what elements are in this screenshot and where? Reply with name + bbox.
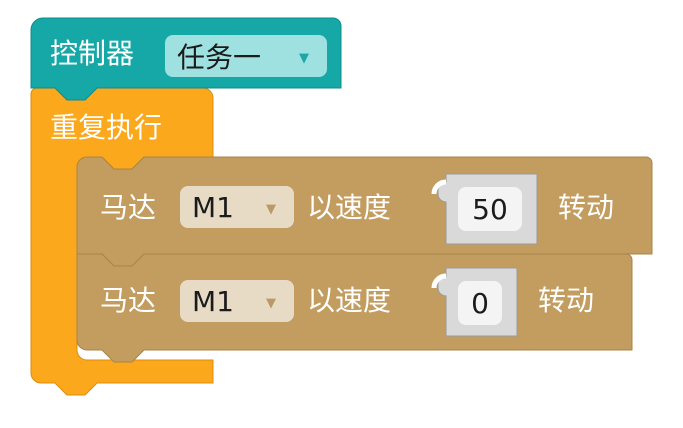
task-dropdown-value: 任务一 <box>177 41 262 74</box>
speed-input-2[interactable]: 0 <box>458 281 502 325</box>
speed-input-1[interactable]: 50 <box>458 187 522 231</box>
speed-label-2: 以速度 <box>307 284 392 317</box>
motor-dropdown-1-value: M1 <box>192 190 234 224</box>
motor-dropdown-2-value: M1 <box>192 284 234 318</box>
socket-notch-1 <box>431 179 447 195</box>
controller-label: 控制器 <box>50 37 135 70</box>
motor-dropdown-2[interactable]: M1 ▼ <box>180 280 294 322</box>
motor-dropdown-1[interactable]: M1 ▼ <box>180 186 294 228</box>
rotate-label-1: 转动 <box>558 191 615 224</box>
motor-label-2: 马达 <box>100 284 157 317</box>
speed-label-1: 以速度 <box>307 191 392 224</box>
chevron-down-icon[interactable]: ▼ <box>266 201 276 217</box>
chevron-down-icon[interactable]: ▼ <box>299 50 309 66</box>
task-dropdown[interactable]: 任务一 ▼ <box>165 35 327 77</box>
motor-label-1: 马达 <box>100 191 157 224</box>
socket-notch-2 <box>431 273 447 289</box>
repeat-label: 重复执行 <box>50 111 163 144</box>
rotate-label-2: 转动 <box>538 284 595 317</box>
chevron-down-icon[interactable]: ▼ <box>266 295 276 311</box>
